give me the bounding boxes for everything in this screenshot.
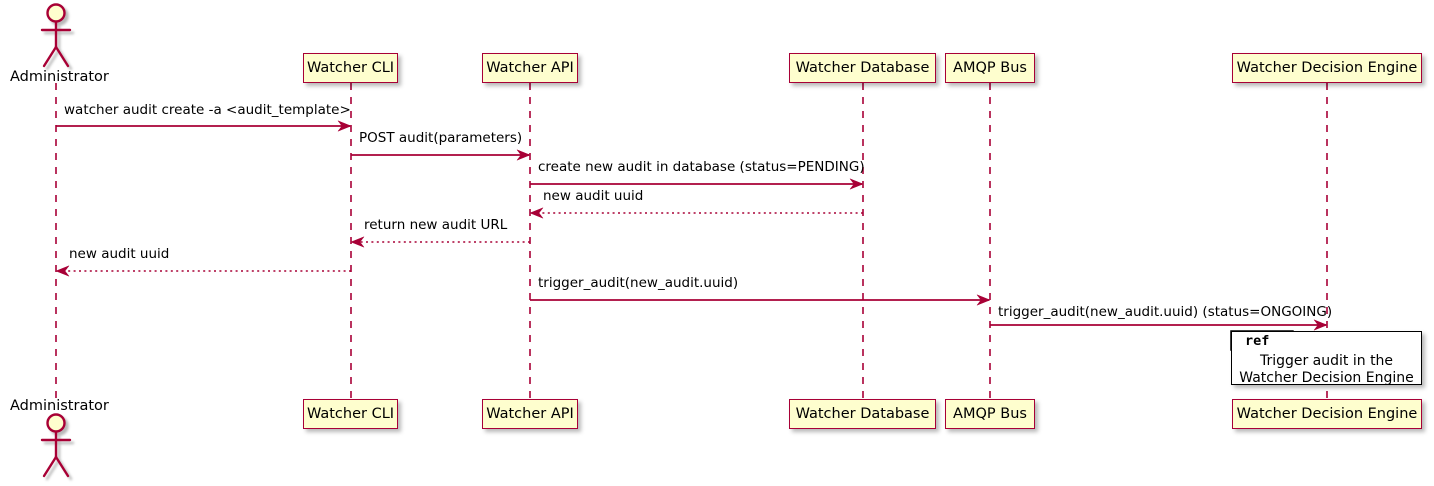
message-label-8: trigger_audit(new_audit.uuid) (status=ON… bbox=[998, 304, 1333, 320]
participant-box-watcher-cli-bottom[interactable]: Watcher CLI bbox=[303, 399, 398, 429]
participant-box-amqp-bus-bottom[interactable]: AMQP Bus bbox=[945, 399, 1035, 429]
arrowhead-2 bbox=[516, 149, 531, 161]
arrowhead-6 bbox=[55, 265, 70, 277]
message-arrows-group bbox=[55, 120, 1328, 331]
ref-fragment-text-line-1: Trigger audit in the bbox=[1259, 353, 1394, 369]
message-label-5: return new audit URL bbox=[364, 217, 508, 233]
participant-box-decision-engine-bottom[interactable]: Watcher Decision Engine bbox=[1232, 399, 1422, 429]
participant-box-decision-engine-top[interactable]: Watcher Decision Engine bbox=[1232, 53, 1422, 83]
participant-box-amqp-bus-top[interactable]: AMQP Bus bbox=[945, 53, 1035, 83]
ref-fragment-box bbox=[1231, 331, 1422, 385]
message-label-6: new audit uuid bbox=[69, 246, 170, 262]
participant-label-decision-engine-top: Watcher Decision Engine bbox=[1236, 59, 1418, 76]
participant-box-watcher-api-bottom[interactable]: Watcher API bbox=[482, 399, 578, 429]
ref-fragment-text-line-2: Watcher Decision Engine bbox=[1239, 370, 1414, 386]
actor-figure-administrator-bottom bbox=[40, 413, 72, 478]
participant-label-watcher-api-top: Watcher API bbox=[486, 59, 574, 76]
participant-label-watcher-api-bottom: Watcher API bbox=[486, 405, 574, 422]
message-label-4: new audit uuid bbox=[543, 188, 644, 204]
message-label-2: POST audit(parameters) bbox=[359, 130, 523, 146]
arrowhead-1 bbox=[337, 120, 352, 132]
arrowhead-8 bbox=[1313, 319, 1328, 331]
participant-label-watcher-database-bottom: Watcher Database bbox=[795, 405, 930, 422]
participant-label-watcher-cli-top: Watcher CLI bbox=[306, 59, 395, 76]
participant-box-watcher-cli-top[interactable]: Watcher CLI bbox=[303, 53, 398, 83]
participant-label-watcher-database-top: Watcher Database bbox=[795, 59, 930, 76]
arrowhead-4 bbox=[529, 207, 544, 219]
ref-fragment-tab-label: ref bbox=[1245, 333, 1270, 349]
actor-figure-administrator-top bbox=[40, 3, 72, 68]
participant-box-watcher-api-top[interactable]: Watcher API bbox=[482, 53, 578, 83]
lifelines-group bbox=[55, 83, 1328, 398]
participant-label-administrator-top: Administrator bbox=[10, 69, 109, 85]
participant-label-administrator-bottom: Administrator bbox=[10, 398, 109, 414]
participant-label-amqp-bus-top: AMQP Bus bbox=[953, 59, 1027, 76]
actor-figures-group bbox=[40, 3, 72, 478]
message-label-7: trigger_audit(new_audit.uuid) bbox=[538, 275, 739, 291]
participant-label-amqp-bus-bottom: AMQP Bus bbox=[953, 405, 1027, 422]
arrowhead-7 bbox=[976, 294, 991, 306]
message-label-1: watcher audit create -a <audit_template> bbox=[64, 102, 351, 118]
message-label-3: create new audit in database (status=PEN… bbox=[538, 159, 865, 175]
participant-label-watcher-cli-bottom: Watcher CLI bbox=[306, 405, 395, 422]
participant-box-watcher-database-bottom[interactable]: Watcher Database bbox=[789, 399, 936, 429]
participant-label-decision-engine-bottom: Watcher Decision Engine bbox=[1236, 405, 1418, 422]
participant-box-watcher-database-top[interactable]: Watcher Database bbox=[789, 53, 936, 83]
arrowhead-5 bbox=[350, 236, 365, 248]
arrowhead-3 bbox=[849, 178, 864, 190]
